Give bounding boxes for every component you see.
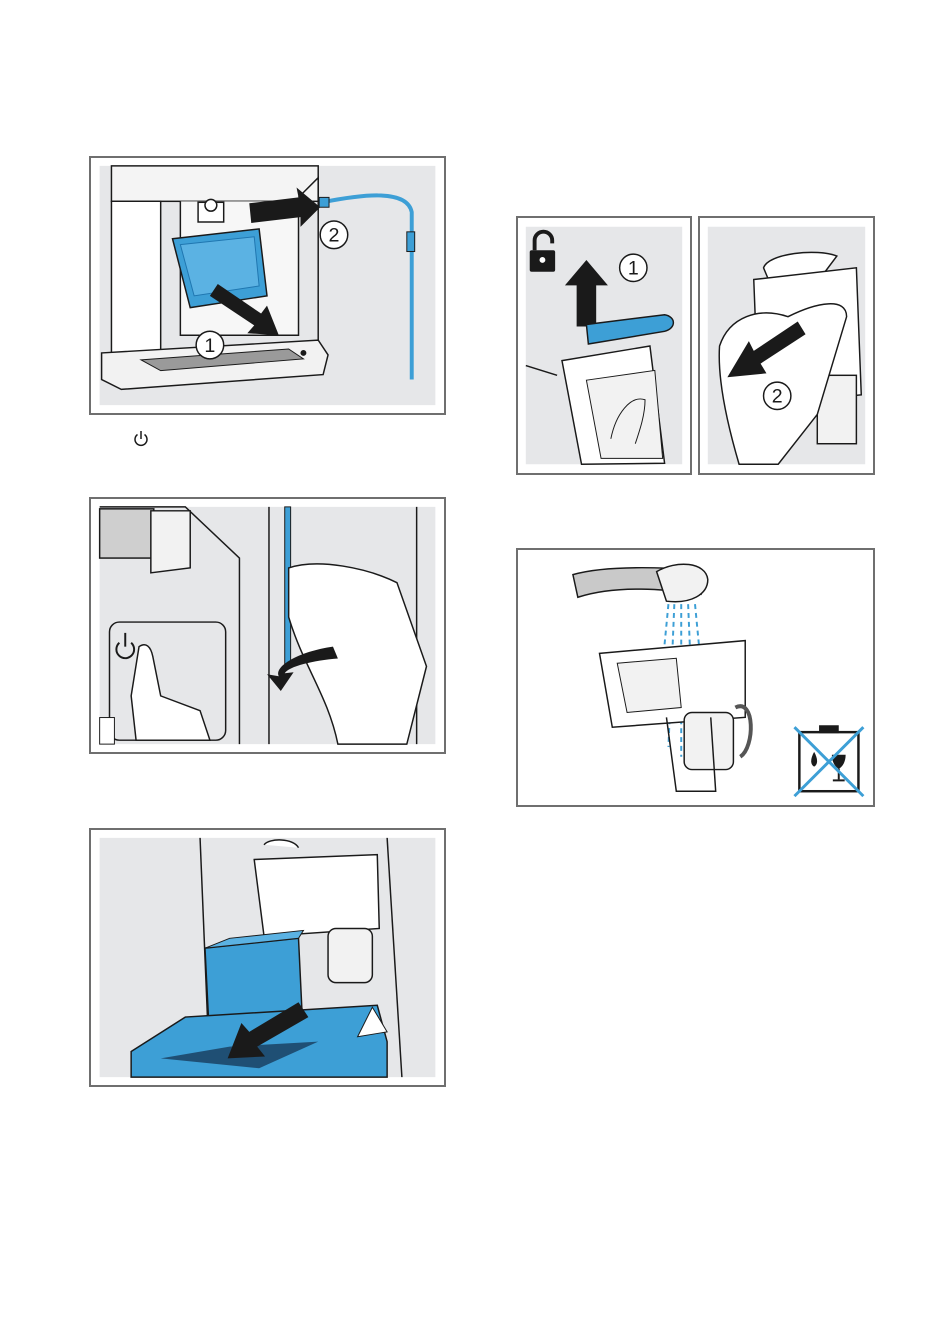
illustration-unlock-brewing-unit: 1 [516, 216, 692, 475]
remove-tray-diagram [91, 830, 444, 1085]
no-dishwasher-icon [794, 725, 863, 796]
power-icon [133, 430, 149, 448]
step-number-2: 2 [772, 386, 783, 408]
illustration-remove-drip-tray-and-milk-tube: 1 2 [89, 156, 446, 415]
pull-out-diagram: 2 [700, 218, 873, 473]
open-door-diagram [91, 499, 444, 752]
step-number-1: 1 [204, 335, 215, 357]
illustration-switch-off-and-open-door [89, 497, 446, 754]
unlock-diagram: 1 [518, 218, 690, 473]
drip-tray-diagram: 1 2 [91, 158, 444, 413]
illustration-remove-tray-from-brewing-area [89, 828, 446, 1087]
illustration-rinse-brewing-unit [516, 548, 875, 807]
step-number-2: 2 [328, 225, 339, 247]
rinse-diagram [518, 550, 873, 805]
illustration-pull-out-brewing-unit: 2 [698, 216, 875, 475]
step-number-1: 1 [628, 258, 639, 280]
